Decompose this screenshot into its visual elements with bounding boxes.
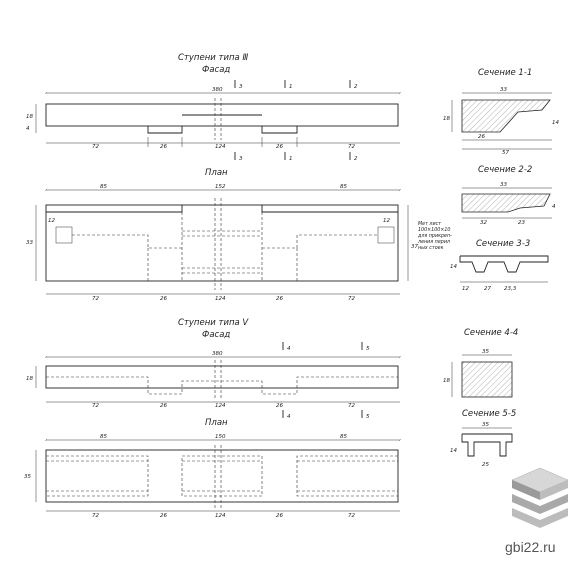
dim-left85-p3: 85 [100, 184, 107, 190]
plan3-view: 85 152 85 72 26 124 26 72 12 12 33 37 Ме… [26, 184, 452, 302]
dim-26b-p3: 26 [276, 296, 283, 302]
s1-h18: 18 [443, 116, 450, 122]
note-line3: для прикреп- [417, 234, 452, 239]
section-4-4: Сечение 4-4 35 18 [443, 328, 518, 398]
s3-12: 12 [462, 286, 469, 292]
note-line2: 100×100×10 [418, 227, 450, 233]
dim-26a-f3: 26 [160, 144, 167, 150]
gbi22-logo [511, 467, 569, 528]
plan5-view: 85 150 85 72 26 124 26 72 35 [24, 434, 400, 519]
dim-plan-w-left: 33 [26, 240, 33, 246]
s5-h14: 14 [450, 448, 457, 454]
title-facade5: Фасад [202, 330, 230, 340]
section-4-title: Сечение 4-4 [464, 328, 518, 338]
section-5-5: Сечение 5-5 35 14 25 [450, 409, 516, 468]
s3-27: 27 [484, 286, 491, 292]
dim-right85-p5: 85 [340, 434, 347, 440]
dim-26a-f5: 26 [160, 403, 167, 409]
s5-25: 25 [482, 462, 489, 468]
s1-26: 26 [478, 134, 485, 140]
dim-right72-p5: 72 [348, 513, 355, 519]
dim-152-p3: 152 [215, 184, 226, 190]
cut-4-top: 4 [287, 346, 291, 352]
dim-124-p5: 124 [215, 513, 226, 519]
dim-h18-f5: 18 [26, 376, 33, 382]
title-facade3: Фасад [202, 65, 230, 75]
dim-26b-f5: 26 [276, 403, 283, 409]
cut-5-top: 5 [366, 346, 370, 352]
dim-right85-p3: 85 [340, 184, 347, 190]
dim-right72-f5: 72 [348, 403, 355, 409]
s2-23: 23 [518, 220, 525, 226]
section-2-title: Сечение 2-2 [478, 165, 532, 175]
dim-plan-b-right: 37 [411, 244, 418, 250]
dim-total-facade5: 380 [212, 351, 223, 357]
s2-h4: 4 [552, 204, 556, 210]
s1-width: 33 [500, 87, 507, 93]
section-1-title: Сечение 1-1 [478, 68, 532, 78]
s4-width: 35 [482, 349, 489, 355]
dim-left72-p5: 72 [92, 513, 99, 519]
dim-right72-p3: 72 [348, 296, 355, 302]
dim-left72-p3: 72 [92, 296, 99, 302]
s4-h18: 18 [443, 378, 450, 384]
dim-left85-p5: 85 [100, 434, 107, 440]
facade5-view: 380 72 26 124 26 72 18 4 5 4 5 [26, 342, 400, 420]
dim-26b-f3: 26 [276, 144, 283, 150]
dim-total-facade3: 380 [212, 87, 223, 93]
dim-plan-a-right: 12 [383, 218, 390, 224]
s2-32: 32 [480, 220, 487, 226]
dim-plan-a-left: 12 [48, 218, 55, 224]
cut-5-bottom: 5 [366, 414, 370, 420]
cut-3-top: 3 [239, 84, 243, 90]
s1-h14: 14 [552, 120, 559, 126]
s2-width: 33 [500, 182, 507, 188]
note-line5: ных стоек [418, 246, 444, 251]
title-plan3: План [205, 168, 228, 178]
facade3-view: 380 72 26 124 26 72 18 4 3 1 2 3 1 2 [26, 80, 400, 162]
dim-26a-p3: 26 [160, 296, 167, 302]
section-5-title: Сечение 5-5 [462, 409, 516, 419]
dim-26b-p5: 26 [276, 513, 283, 519]
title-type5: Ступени типа Ⅴ [178, 318, 249, 328]
dim-124-f5: 124 [215, 403, 226, 409]
dim-plan5-w: 35 [24, 474, 31, 480]
dim-124-f3: 124 [215, 144, 226, 150]
cut-2-top: 2 [354, 84, 358, 90]
dim-26a-p5: 26 [160, 513, 167, 519]
dim-h4-f3: 4 [26, 126, 30, 132]
cut-2-bottom: 2 [354, 156, 358, 162]
cut-3-bottom: 3 [239, 156, 243, 162]
s3-233: 23,3 [504, 286, 517, 292]
cut-1-top: 1 [289, 84, 293, 90]
section-1-1: Сечение 1-1 33 18 14 26 57 [443, 68, 559, 156]
section-3-3: Сечение 3-3 14 12 27 23,3 [450, 239, 549, 292]
section-2-2: Сечение 2-2 33 4 32 23 [461, 165, 556, 226]
section-3-title: Сечение 3-3 [476, 239, 530, 249]
note-line1: Мет лист [418, 221, 441, 227]
cut-1-bottom: 1 [289, 156, 293, 162]
s3-h14: 14 [450, 264, 457, 270]
title-type3: Ступени типа Ⅲ [178, 53, 248, 63]
dim-150-p5: 150 [215, 434, 226, 440]
dim-left72-f5: 72 [92, 403, 99, 409]
s5-width: 35 [482, 422, 489, 428]
dim-h18-f3: 18 [26, 114, 33, 120]
note-line4: ления перил [417, 240, 450, 245]
dim-right72-f3: 72 [348, 144, 355, 150]
title-plan5: План [205, 418, 228, 428]
cut-4-bottom: 4 [287, 414, 291, 420]
dim-left72-f3: 72 [92, 144, 99, 150]
watermark-text: gbi22.ru [505, 539, 556, 555]
dim-124-p3: 124 [215, 296, 226, 302]
s1-57: 57 [502, 150, 509, 156]
